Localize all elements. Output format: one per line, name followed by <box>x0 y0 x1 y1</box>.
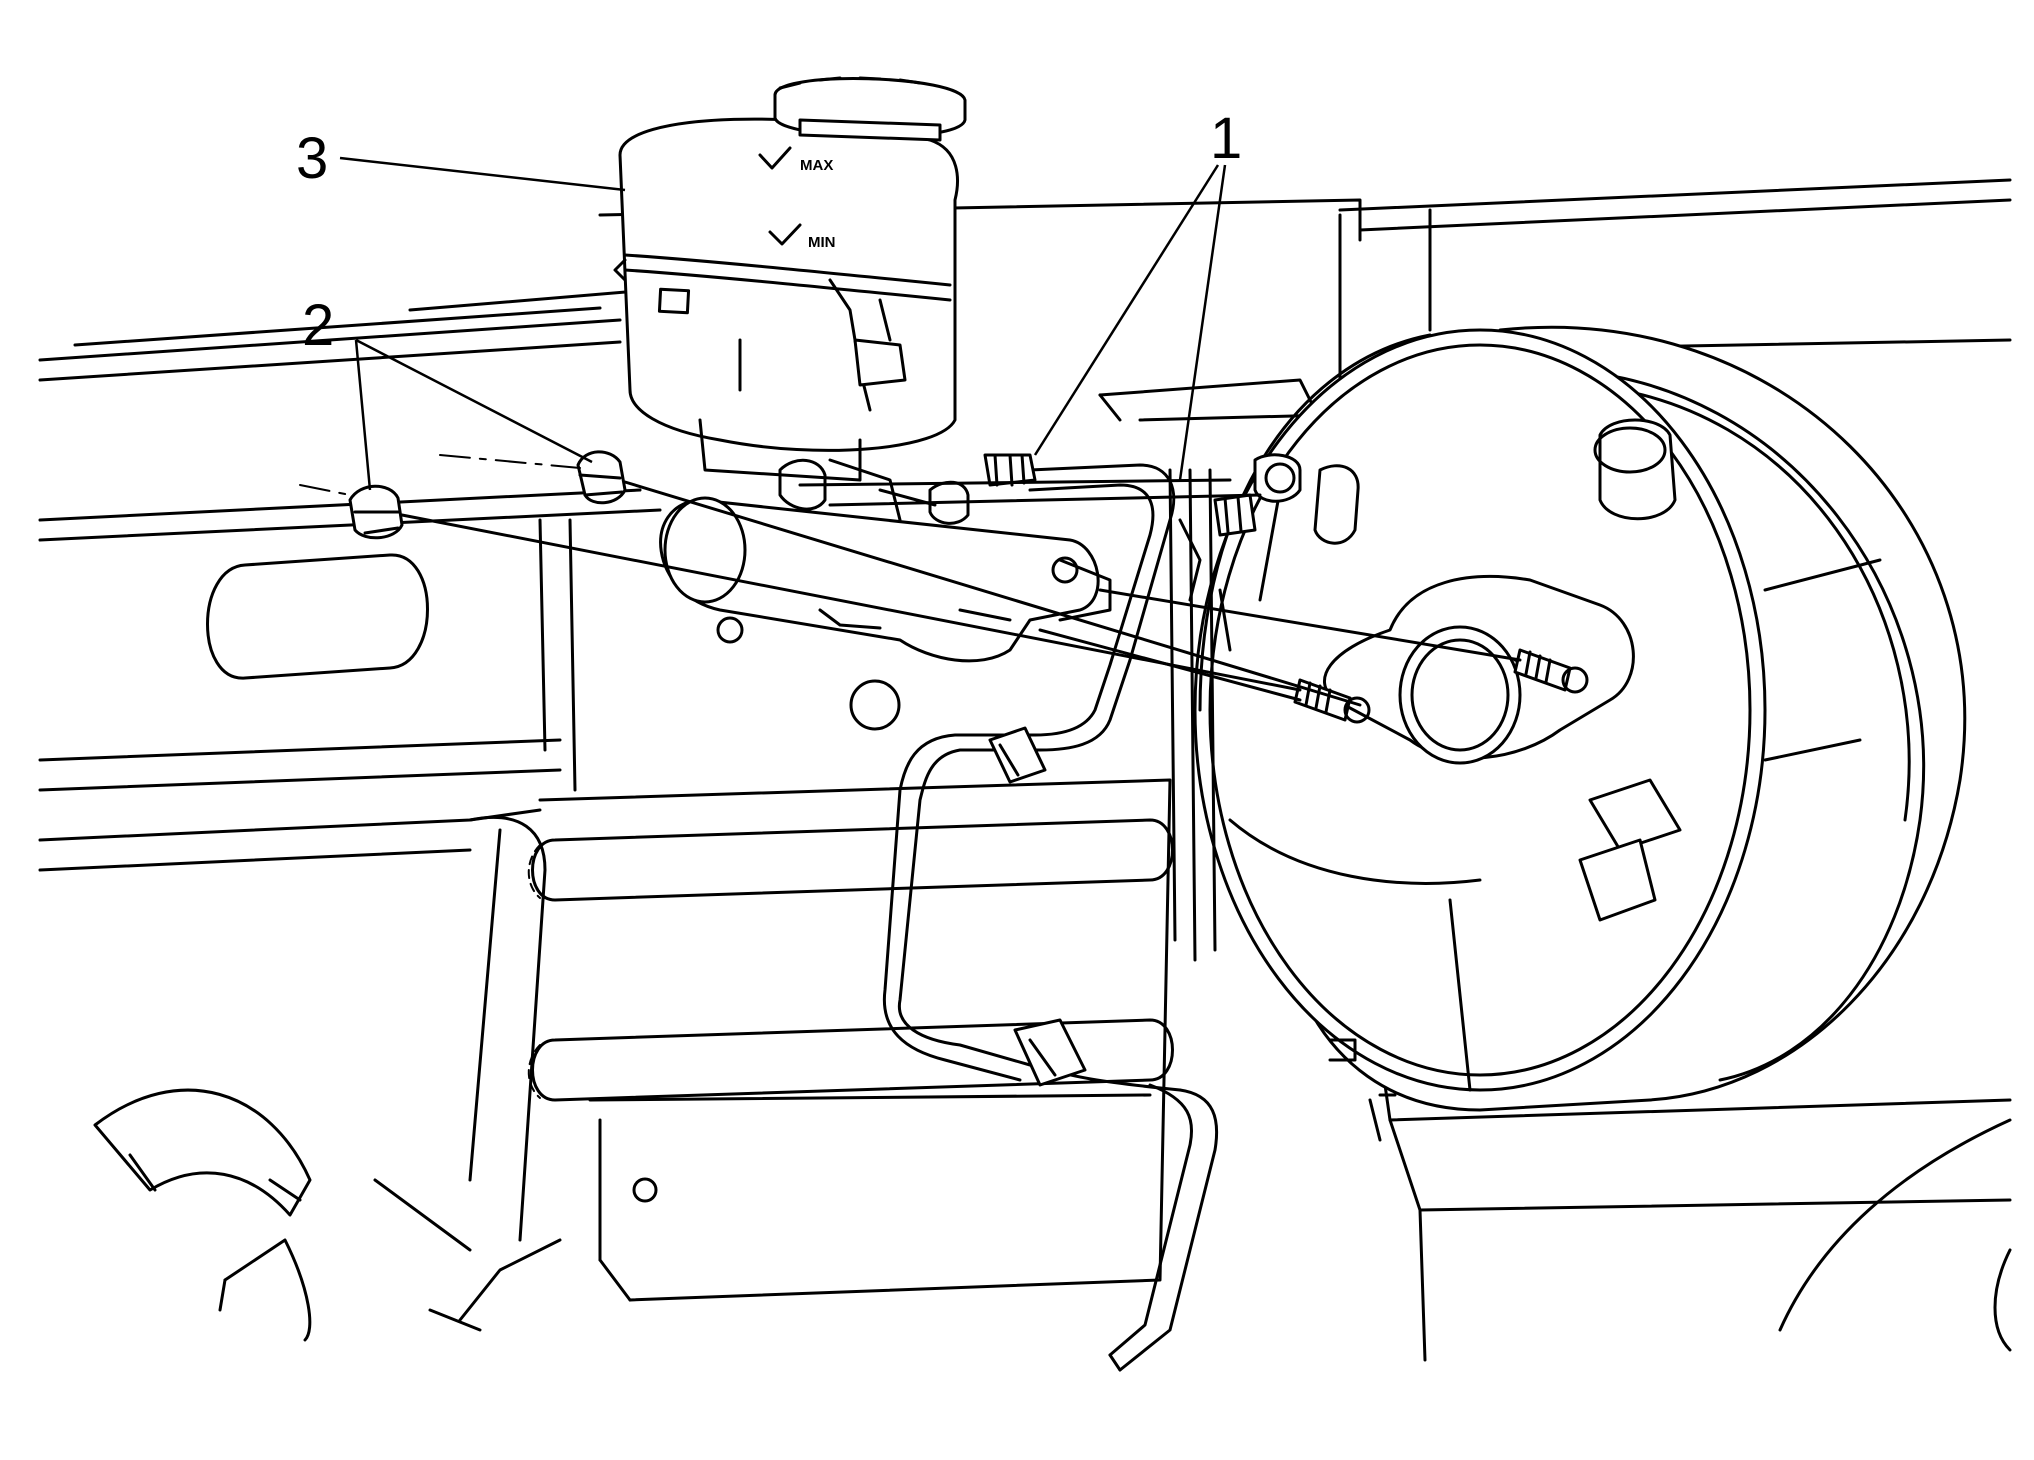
callout-3-label: 3 <box>296 126 328 191</box>
min-level-mark: MIN <box>808 234 836 251</box>
brake-pipes <box>882 453 1282 1372</box>
callout-2-label: 2 <box>302 293 334 358</box>
brake-booster <box>1193 325 1967 1112</box>
master-cylinder: MAX MIN <box>613 76 1112 663</box>
callout-3: 3 <box>296 126 626 192</box>
callout-1-label: 1 <box>1210 106 1242 171</box>
callout-2: 2 <box>302 293 593 491</box>
max-level-mark: MAX <box>800 157 833 174</box>
callout-1: 1 <box>1033 106 1242 481</box>
mounting-hardware <box>299 450 1589 724</box>
